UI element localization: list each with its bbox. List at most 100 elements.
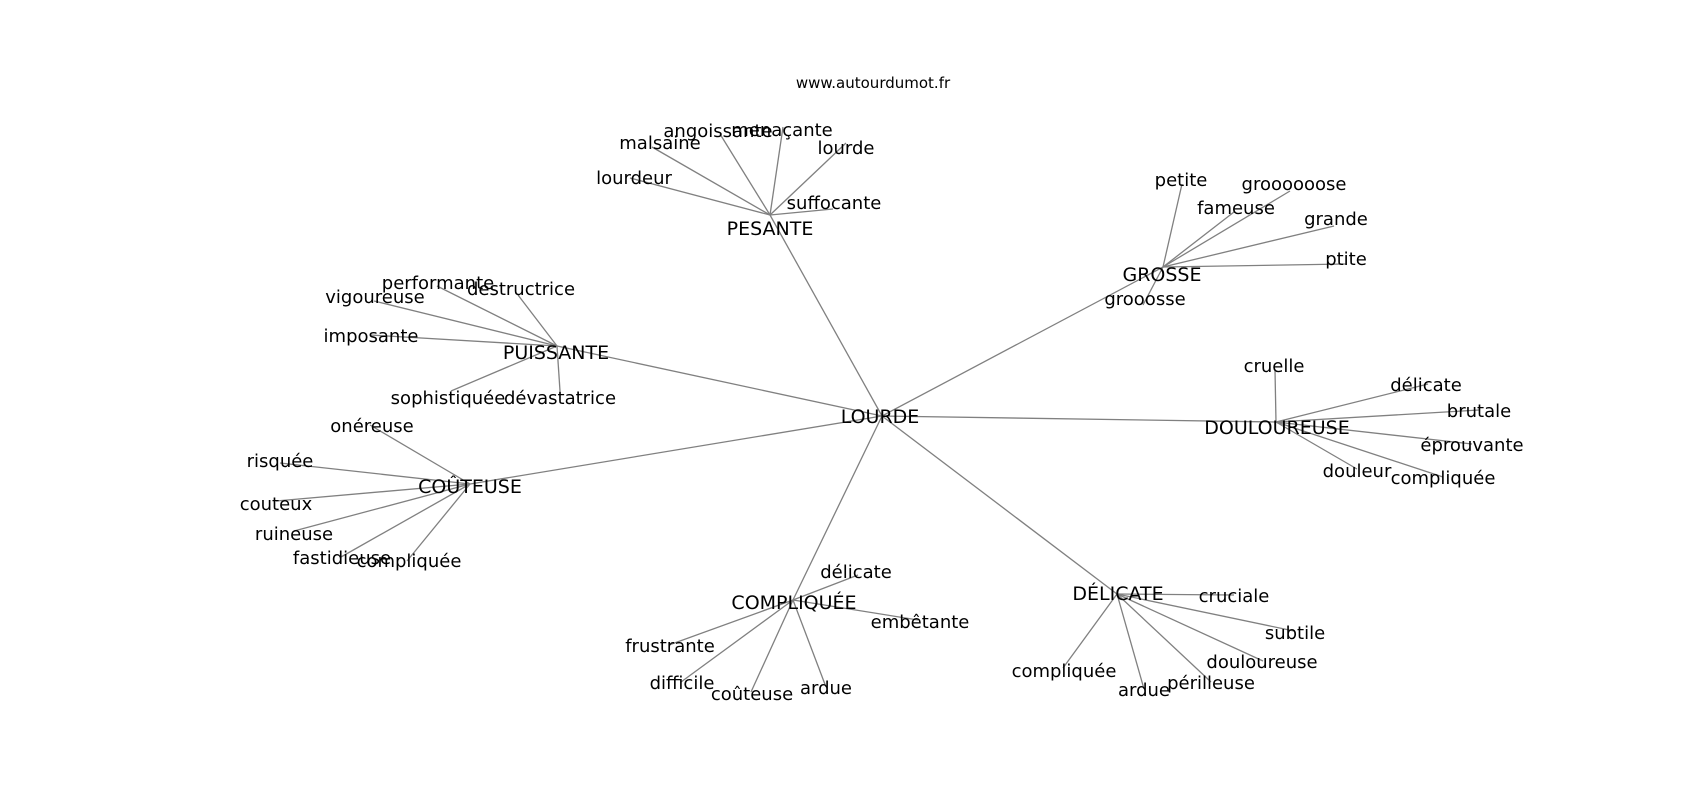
hub-node-grosse: GROSSE [1122,264,1201,286]
word-node-compliquee-2: frustrante [625,636,715,657]
hub-node-compliquee: COMPLIQUÉE [731,591,856,614]
edge-center-compliquee [792,415,883,601]
edge-compliquee-0 [792,574,859,601]
word-node-couteuse-1: risquée [247,451,314,472]
edge-couteuse-2 [275,483,471,502]
edge-delicate-5 [1116,593,1212,683]
edge-douloureuse-5 [1275,421,1444,478]
word-node-puissante-5: dévastatrice [504,388,616,409]
edge-couteuse-3 [293,483,471,532]
edge-center-couteuse [469,415,883,485]
edge-compliquee-5 [792,599,827,688]
edge-puissante-3 [369,334,558,347]
word-node-compliquee-1: embêtante [871,612,970,633]
edge-center-pesante [769,214,883,417]
edge-douloureuse-2 [1275,409,1480,423]
word-node-pesante-2: malsaine [619,133,700,154]
word-node-pesante-3: lourde [817,138,874,159]
edge-pesante-1 [719,133,771,216]
word-node-puissante-0: performante [382,273,494,294]
edge-couteuse-0 [369,424,471,485]
edge-center-grosse [881,266,1164,417]
word-node-douloureuse-0: cruelle [1244,356,1305,377]
edge-center-douloureuse [881,415,1277,423]
edge-grosse-1 [1162,190,1291,268]
word-node-puissante-2: destructrice [467,279,575,300]
hub-node-couteuse: COÛTEUSE [418,474,522,498]
word-node-delicate-3: compliquée [1012,661,1117,682]
edge-douloureuse-0 [1274,369,1277,423]
hub-node-delicate: DÉLICATE [1072,582,1163,605]
word-node-douloureuse-5: compliquée [1391,468,1496,489]
word-node-grosse-5: grooosse [1104,289,1185,310]
word-node-douloureuse-4: douleur [1323,461,1392,482]
edge-compliquee-4 [750,599,794,693]
word-node-grosse-0: petite [1155,170,1208,191]
edge-couteuse-4 [340,483,471,558]
edge-delicate-1 [1116,593,1295,632]
edge-puissante-4 [450,345,558,392]
edge-douloureuse-4 [1275,421,1358,470]
edge-pesante-5 [769,208,834,216]
edge-compliquee-2 [668,599,794,646]
word-node-delicate-5: périlleuse [1167,673,1255,694]
word-node-delicate-1: subtile [1265,623,1325,644]
edge-douloureuse-1 [1275,383,1429,423]
edge-puissante-5 [556,345,561,392]
word-node-douloureuse-2: brutale [1447,401,1511,422]
edge-delicate-2 [1116,593,1264,662]
hub-node-puissante: PUISSANTE [503,342,609,364]
edge-delicate-4 [1116,593,1145,690]
edge-compliquee-1 [792,599,919,621]
word-node-couteuse-3: ruineuse [255,524,333,545]
edge-couteuse-5 [406,483,471,562]
word-node-delicate-4: ardue [1118,680,1170,701]
word-node-compliquee-0: délicate [820,562,892,583]
edge-pesante-3 [769,142,847,216]
word-node-puissante-4: sophistiquée [391,388,506,409]
edge-puissante-2 [517,294,558,347]
graph-labels: www.autourdumot.fr LOURDE menaçanteangoi… [240,74,1524,705]
word-node-grosse-2: fameuse [1197,198,1275,219]
hub-node-pesante: PESANTE [727,218,814,240]
edge-grosse-2 [1162,211,1235,268]
edge-pesante-4 [629,177,771,216]
edge-delicate-0 [1116,593,1235,596]
site-watermark: www.autourdumot.fr [796,74,951,92]
edge-pesante-0 [769,126,784,216]
word-node-pesante-0: menaçante [731,120,833,141]
edge-couteuse-1 [279,462,471,485]
edge-center-puissante [556,345,883,417]
edge-pesante-2 [651,146,771,216]
word-node-delicate-2: douloureuse [1206,652,1317,673]
word-node-pesante-1: angoissante [663,121,772,142]
edge-delicate-3 [1062,593,1118,669]
hub-node-douloureuse: DOULOUREUSE [1204,417,1349,439]
word-node-grosse-3: grande [1304,209,1368,230]
word-node-compliquee-5: ardue [800,678,852,699]
edge-compliquee-3 [680,599,794,683]
edge-grosse-3 [1162,225,1335,268]
edge-puissante-0 [436,285,558,347]
edge-grosse-0 [1162,183,1183,268]
word-node-pesante-5: suffocante [787,193,882,214]
word-node-couteuse-2: couteux [240,494,313,515]
word-node-grosse-4: ptite [1325,249,1367,270]
edge-grosse-4 [1162,263,1347,268]
word-node-puissante-3: imposante [324,326,419,347]
edge-center-delicate [881,415,1118,595]
word-node-puissante-1: vigoureuse [325,287,424,308]
edge-douloureuse-3 [1275,421,1473,445]
word-node-couteuse-0: onéreuse [330,416,413,437]
word-node-couteuse-4: fastidieuse [293,548,391,569]
word-node-douloureuse-3: éprouvante [1420,435,1523,456]
word-node-compliquee-3: difficile [650,673,715,694]
center-node-label: LOURDE [841,406,920,428]
word-node-delicate-0: cruciale [1199,586,1270,607]
word-node-grosse-1: groooooose [1242,174,1347,195]
edge-grosse-5 [1142,266,1164,306]
graph-edges [275,126,1480,693]
edge-puissante-1 [373,300,558,347]
word-node-couteuse-5: compliquée [357,551,462,572]
